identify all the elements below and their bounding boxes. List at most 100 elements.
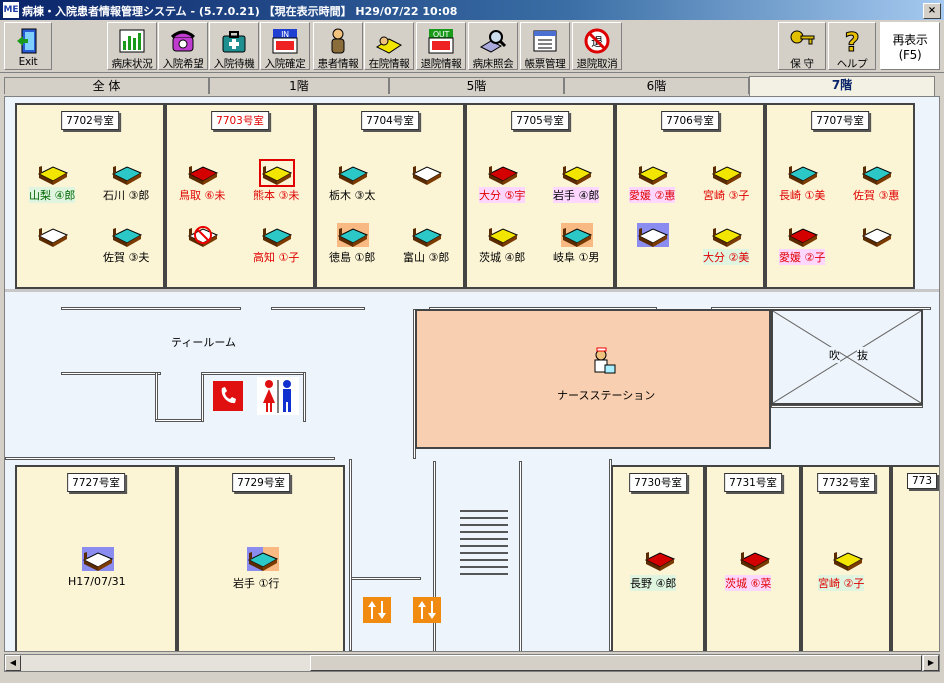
room-7732号室[interactable]: 7732号室宮崎 ②子 [801,465,891,651]
patient-name[interactable]: 岩手 ④郎 [553,187,600,203]
patient-name[interactable]: 熊本 ③未 [253,189,300,202]
horizontal-scrollbar[interactable]: ◀ ▶ [4,654,940,672]
tab-all[interactable]: 全 体 [4,77,209,94]
bed-icon[interactable] [111,223,143,247]
patient-name[interactable]: 栃木 ③太 [329,189,376,202]
discharge-cancel-button[interactable]: 退 退院取消 [572,22,622,70]
bed-status-button[interactable]: 病床状況 [107,22,157,70]
patient-name[interactable]: 徳島 ①郎 [329,251,376,264]
room-7703号室[interactable]: 7703号室鳥取 ⑥未熊本 ③未高知 ①子 [165,103,315,289]
patient-name[interactable]: 鳥取 ⑥未 [179,189,226,202]
nurse-station[interactable]: ナースステーション [415,309,771,449]
room-7704号室[interactable]: 7704号室栃木 ③太徳島 ①郎富山 ③郎 [315,103,465,289]
bed-icon[interactable] [637,223,669,247]
bed-icon[interactable] [261,223,293,247]
help-button[interactable]: ? ヘルプ [828,22,876,70]
room-7702号室[interactable]: 7702号室山梨 ④郎石川 ③郎佐賀 ③夫 [15,103,165,289]
app-icon: ME [3,2,19,18]
bed-icon[interactable] [637,161,669,185]
scroll-thumb[interactable] [310,655,922,671]
scroll-left-icon[interactable]: ◀ [5,655,21,671]
room-7731号室[interactable]: 7731号室茨城 ⑥菜 [705,465,801,651]
patient-name[interactable]: 長野 ④郎 [630,575,677,591]
patient-name[interactable]: 長崎 ①美 [779,189,826,202]
patient-name[interactable]: 大分 ②美 [703,249,750,265]
room-773[interactable]: 773 [891,465,939,651]
bed-icon[interactable] [82,547,114,571]
bed-icon[interactable] [561,161,593,185]
bed-icon[interactable] [487,161,519,185]
tab-floor-1[interactable]: 1階 [209,77,389,94]
bed-icon[interactable] [411,161,443,185]
bed-icon[interactable] [787,161,819,185]
bed-icon[interactable] [37,161,69,185]
bed-icon[interactable] [259,159,295,187]
bed-icon[interactable] [111,161,143,185]
room-7705号室[interactable]: 7705号室大分 ⑤宇 岩手 ④郎茨城 ④郎 岐阜 ①男 [465,103,615,289]
elevator-icon[interactable] [413,597,441,623]
window-title: 病棟・入院患者情報管理システム - (5.7.0.21) 【現在表示時間】 H2… [22,5,458,18]
refresh-button[interactable]: 再表示 (F5) [880,22,940,70]
tab-floor-7[interactable]: 7階 [749,76,935,96]
tab-floor-6[interactable]: 6階 [564,77,749,94]
patient-name[interactable]: 宮崎 ②子 [818,575,865,591]
elevator-icon[interactable] [363,597,391,623]
patient-name[interactable]: 山梨 ④郎 [29,187,76,203]
bed-icon[interactable] [861,223,893,247]
room-7729号室[interactable]: 7729号室岩手 ①行 [177,465,345,651]
patient-name[interactable]: 岐阜 ①男 [553,251,600,264]
patient-name[interactable]: 佐賀 ③惠 [853,189,900,202]
bed-icon[interactable] [832,547,864,571]
admit-request-button[interactable]: 入院希望 [158,22,208,70]
inpatient-info-button[interactable]: 在院情報 [364,22,414,70]
maintenance-button[interactable]: 保 守 [778,22,826,70]
bed-icon[interactable] [37,223,69,247]
patient-name[interactable]: 愛媛 ②子 [779,249,826,265]
admit-waiting-button[interactable]: 入院待機 [209,22,259,70]
patient-name[interactable]: 茨城 ④郎 [479,251,526,264]
bed-icon[interactable] [247,547,279,571]
patient-name[interactable]: H17/07/31 [68,575,126,588]
bed-icon[interactable] [739,547,771,571]
tab-floor-5[interactable]: 5階 [389,77,564,94]
room-7706号室[interactable]: 7706号室愛媛 ②惠宮崎 ③子大分 ②美 [615,103,765,289]
exit-button[interactable]: Exit [4,22,52,70]
corridor-wall [5,457,335,460]
patient-name[interactable]: 佐賀 ③夫 [103,251,150,264]
bed-icon[interactable] [644,547,676,571]
room-7730号室[interactable]: 7730号室長野 ④郎 [611,465,705,651]
patient-name[interactable]: 宮崎 ③子 [703,189,750,202]
bed-icon[interactable] [711,161,743,185]
floor-tabs: 全 体 1階 5階 6階 7階 [4,76,940,96]
admit-confirm-button[interactable]: IN 入院確定 [260,22,310,70]
forms-icon [533,30,557,52]
bed-icon[interactable] [487,223,519,247]
bed-icon[interactable] [787,223,819,247]
patient-info-button[interactable]: 患者情報 [313,22,363,70]
patient-name[interactable]: 大分 ⑤宇 [479,187,526,203]
patient-name[interactable]: 愛媛 ②惠 [629,187,676,203]
tea-room-wall [303,372,306,422]
bed-icon[interactable] [187,161,219,185]
bed-icon[interactable] [561,223,593,247]
bed-icon[interactable] [411,223,443,247]
patient-name[interactable]: 石川 ③郎 [103,189,150,202]
patient-name[interactable]: 富山 ③郎 [403,251,450,264]
bed-icon[interactable] [337,161,369,185]
patient-name[interactable]: 茨城 ⑥菜 [725,575,772,591]
forms-button[interactable]: 帳票管理 [520,22,570,70]
room-label: 7730号室 [629,473,687,492]
bed-icon[interactable] [861,161,893,185]
bed-icon[interactable] [337,223,369,247]
patient-name[interactable]: 岩手 ①行 [233,577,280,590]
bed-icon[interactable] [711,223,743,247]
close-button[interactable]: × [923,3,941,19]
room-label: 7705号室 [511,111,569,130]
room-7707号室[interactable]: 7707号室長崎 ①美佐賀 ③惠愛媛 ②子 [765,103,915,289]
patient-name[interactable]: 高知 ①子 [253,251,300,264]
bed-inquiry-button[interactable]: 病床照会 [468,22,518,70]
discharge-info-button[interactable]: OUT 退院情報 [416,22,466,70]
scroll-right-icon[interactable]: ▶ [923,655,939,671]
bed-icon[interactable] [187,223,219,247]
